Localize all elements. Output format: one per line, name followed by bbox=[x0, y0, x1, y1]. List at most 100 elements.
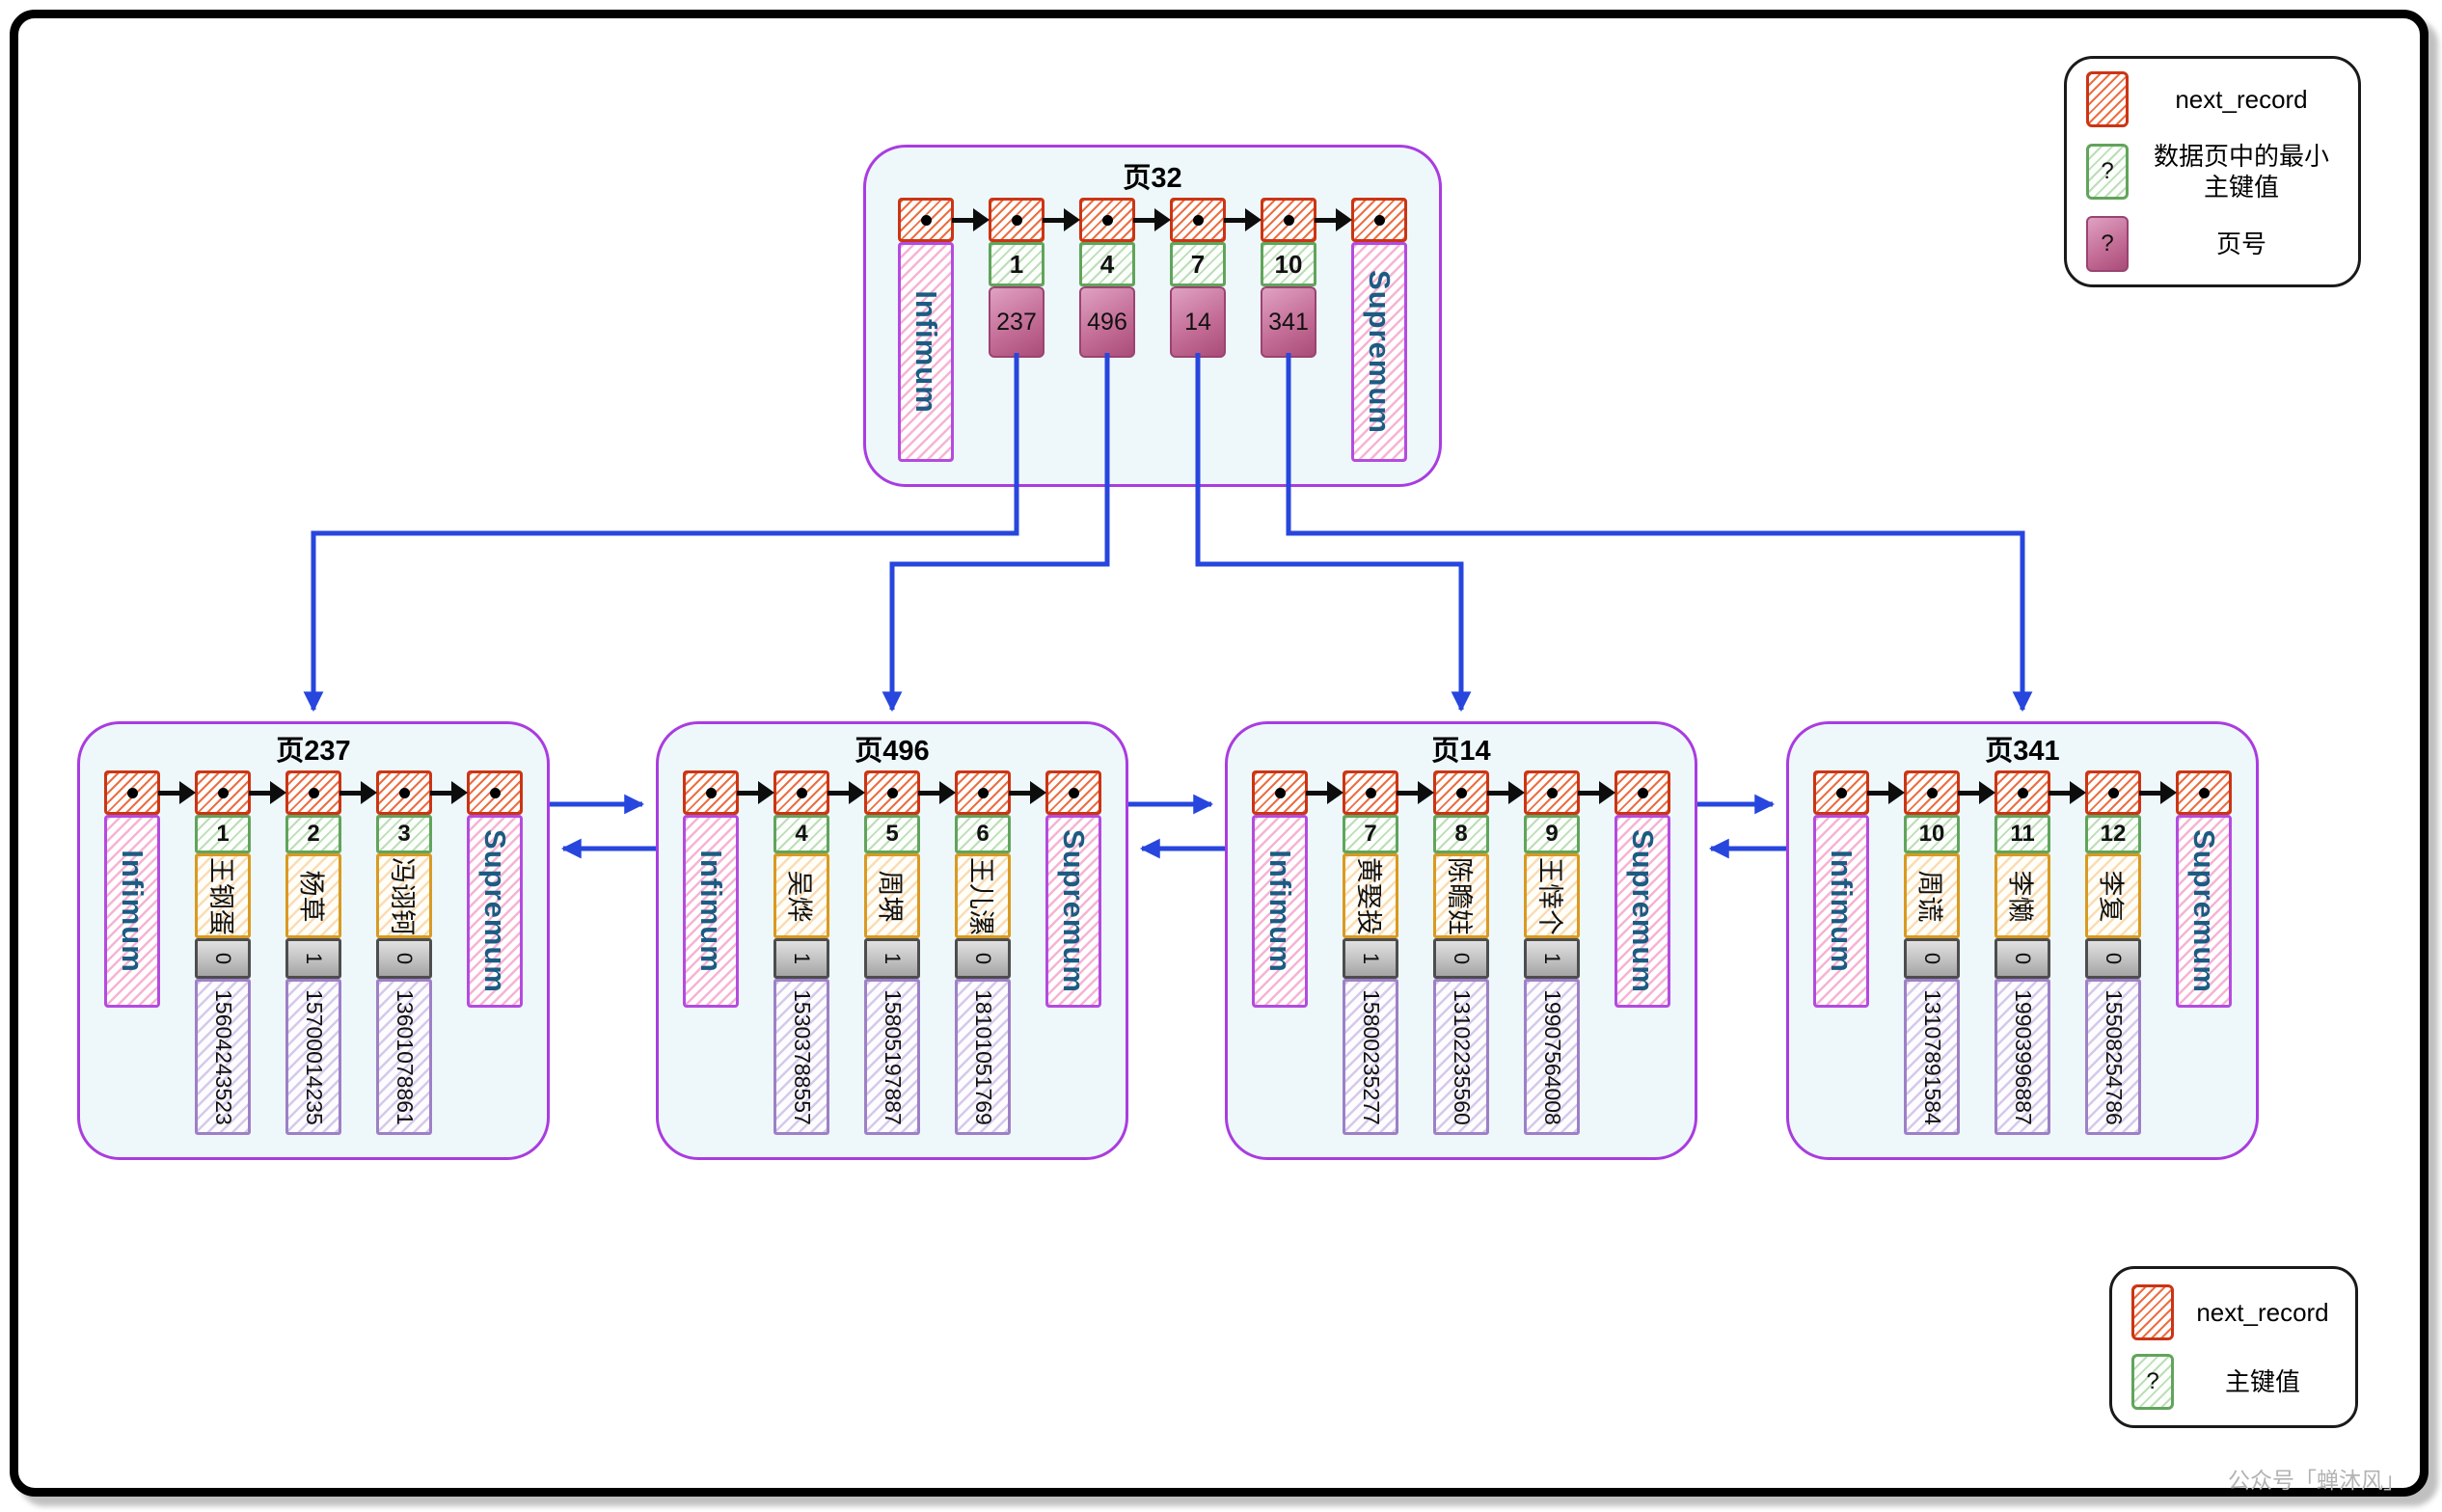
flag-cell: 0 bbox=[195, 938, 251, 979]
index-record: 7 14 bbox=[1170, 198, 1226, 358]
pointer-dot bbox=[1637, 787, 1648, 798]
primary-key-cell: 2 bbox=[285, 815, 341, 853]
next-record-cell bbox=[1614, 770, 1670, 815]
name-value: 冯诩钶 bbox=[387, 856, 417, 935]
legend-label: 主键值 bbox=[2224, 1367, 2300, 1396]
primary-key-value: 4 bbox=[795, 821, 808, 847]
legend-label: 数据页中的最小 主键值 bbox=[2153, 142, 2329, 202]
next-record-cell bbox=[1994, 770, 2050, 815]
next-record-cell bbox=[1813, 770, 1869, 815]
legend-row-next-record: next_record bbox=[2086, 71, 2339, 127]
supremum-label: Supremum bbox=[2187, 829, 2222, 993]
supremum-record: Supremum bbox=[2176, 770, 2232, 1008]
primary-key-value: 7 bbox=[1364, 821, 1377, 847]
name-cell: 周谎 bbox=[1904, 853, 1960, 938]
infimum-label: Infimum bbox=[116, 850, 149, 973]
flag-value: 0 bbox=[1920, 952, 1944, 965]
next-record-arrow bbox=[1487, 770, 1525, 815]
flag-value: 0 bbox=[1450, 952, 1474, 965]
user-record: 2 杨草 1 15700014235 bbox=[285, 770, 341, 1135]
pointer-dot bbox=[2017, 787, 2028, 798]
supremum-label: Supremum bbox=[1626, 829, 1661, 993]
pointer-dot bbox=[489, 787, 501, 798]
supremum-box: Supremum bbox=[1614, 815, 1670, 1008]
legend-row-primary-key: ? 主键值 bbox=[2131, 1354, 2336, 1410]
phone-cell: 15508254786 bbox=[2085, 979, 2141, 1135]
next-record-cell bbox=[1343, 770, 1398, 815]
pointer-dot bbox=[1011, 214, 1022, 226]
pointer-dot bbox=[1101, 214, 1113, 226]
page-number-cell: 14 bbox=[1170, 286, 1226, 358]
phone-cell: 19903996887 bbox=[1994, 979, 2050, 1135]
leaf-page-496: 页496 Infimum 4 吴烨 1 15303788557 5 周堺 1 1… bbox=[656, 721, 1128, 1160]
flag-value: 1 bbox=[1540, 952, 1564, 965]
name-cell: 王悻个 bbox=[1524, 853, 1580, 938]
min-key-cell: 10 bbox=[1261, 242, 1316, 286]
next-record-cell bbox=[1524, 770, 1580, 815]
infimum-box: Infimum bbox=[683, 815, 739, 1008]
next-record-cell bbox=[898, 198, 954, 242]
user-record: 5 周堺 1 15805197887 bbox=[864, 770, 920, 1135]
pointer-dot bbox=[217, 787, 229, 798]
min-key-cell: 4 bbox=[1079, 242, 1135, 286]
primary-key-value: 3 bbox=[397, 821, 411, 847]
legend-top: next_record ? 数据页中的最小 主键值 ? 页号 bbox=[2064, 56, 2361, 287]
supremum-box: Supremum bbox=[467, 815, 523, 1008]
primary-key-value: 2 bbox=[307, 821, 320, 847]
name-cell: 冯诩钶 bbox=[376, 853, 432, 938]
pointer-dot bbox=[920, 214, 932, 226]
phone-cell: 13102235560 bbox=[1433, 979, 1489, 1135]
page-title: 页14 bbox=[1431, 736, 1491, 767]
phone-value: 13107891584 bbox=[1919, 988, 1945, 1125]
next-record-arrow bbox=[828, 770, 865, 815]
infimum-label: Infimum bbox=[1263, 850, 1297, 973]
phone-cell: 15303788557 bbox=[773, 979, 829, 1135]
user-record: 8 陈瞻妵 0 13102235560 bbox=[1433, 770, 1489, 1135]
primary-key-value: 1 bbox=[216, 821, 230, 847]
name-cell: 李懒 bbox=[1994, 853, 2050, 938]
phone-value: 13601078861 bbox=[392, 988, 418, 1125]
leaf-page-341: 页341 Infimum 10 周谎 0 13107891584 11 李懒 0… bbox=[1786, 721, 2259, 1160]
user-record: 10 周谎 0 13107891584 bbox=[1904, 770, 1960, 1135]
min-key-cell: 7 bbox=[1170, 242, 1226, 286]
phone-value: 15303788557 bbox=[789, 988, 815, 1125]
index-record: 4 496 bbox=[1079, 198, 1135, 358]
pointer-dot bbox=[308, 787, 319, 798]
flag-cell: 0 bbox=[955, 938, 1011, 979]
pointer-dot bbox=[1546, 787, 1558, 798]
phone-cell: 15604243523 bbox=[195, 979, 251, 1135]
primary-key-value: 6 bbox=[976, 821, 990, 847]
flag-cell: 0 bbox=[2085, 938, 2141, 979]
page-body: Infimum 7 黄娶投 1 15800235277 8 陈瞻妵 0 1310… bbox=[1228, 770, 1695, 1135]
primary-key-cell: 5 bbox=[864, 815, 920, 853]
min-key-value: 1 bbox=[1009, 249, 1024, 279]
flag-value: 1 bbox=[881, 952, 905, 965]
pointer-dot bbox=[1926, 787, 1938, 798]
page-number-value: 14 bbox=[1184, 308, 1211, 336]
page-title: 页32 bbox=[1123, 163, 1182, 194]
infimum-record: Infimum bbox=[1252, 770, 1308, 1008]
next-record-cell bbox=[467, 770, 523, 815]
name-value: 周谎 bbox=[1914, 870, 1944, 922]
page-body: Infimum 10 周谎 0 13107891584 11 李懒 0 1990… bbox=[1789, 770, 2256, 1135]
next-record-arrow bbox=[1009, 770, 1046, 815]
next-record-cell bbox=[773, 770, 829, 815]
primary-key-cell: 3 bbox=[376, 815, 432, 853]
legend-row-next-record: next_record bbox=[2131, 1284, 2336, 1340]
page-title: 页496 bbox=[855, 736, 930, 767]
phone-value: 15508254786 bbox=[2101, 988, 2127, 1125]
pointer-dot bbox=[977, 787, 989, 798]
phone-value: 18101051769 bbox=[970, 988, 996, 1125]
phone-value: 13102235560 bbox=[1449, 988, 1475, 1125]
supremum-box: Supremum bbox=[2176, 815, 2232, 1008]
page-number-value: 341 bbox=[1268, 308, 1309, 336]
name-cell: 吴烨 bbox=[773, 853, 829, 938]
name-value: 吴烨 bbox=[784, 870, 814, 922]
page-body: Infimum 1 237 4 496 7 14 bbox=[866, 198, 1439, 462]
supremum-record: Supremum bbox=[467, 770, 523, 1008]
infimum-box: Infimum bbox=[1252, 815, 1308, 1008]
next-record-cell bbox=[1904, 770, 1960, 815]
min-key-value: 4 bbox=[1099, 249, 1115, 279]
min-key-value: 10 bbox=[1274, 249, 1303, 279]
next-record-arrow bbox=[158, 770, 196, 815]
